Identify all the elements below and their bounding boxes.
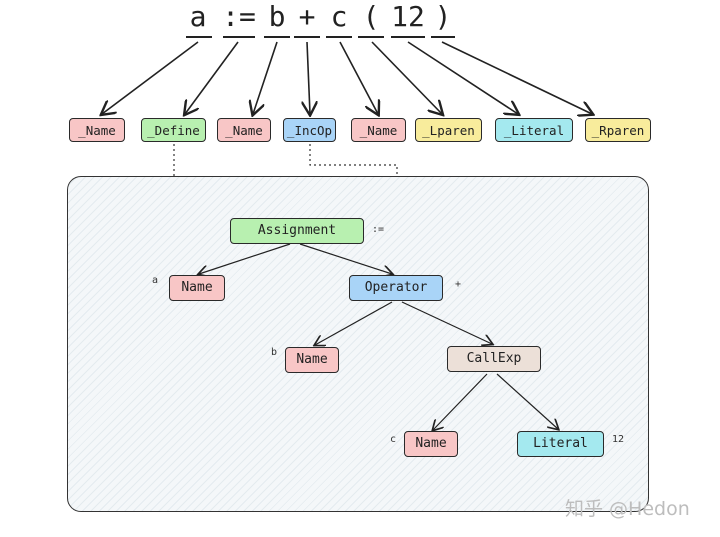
edge-assignment-name [199,243,291,274]
source-char-c: c [330,0,348,33]
edge-callexp-literal [496,373,558,429]
underline-rparen [431,36,455,38]
source-char-a: a [189,0,207,33]
ast-node-name-a: Name [169,275,225,301]
ast-node-operator: Operator [349,275,443,301]
token-literal: _Literal [495,118,573,142]
annotation-12: 12 [612,434,625,445]
token-name-2: _Name [217,118,271,142]
arrow-lparen-to-lparen [371,41,442,114]
annotation-a: a [152,275,159,286]
arrow-plus-to-incop [307,41,310,114]
token-define: _Define [141,118,206,142]
underline-plus [294,36,320,38]
underline-b [264,36,290,38]
arrow-b-to-name [253,41,278,114]
source-char-lparen: ( [362,0,380,33]
token-name-1: _Name [69,118,125,142]
token-name-3: _Name [351,118,406,142]
ast-node-literal: Literal [517,431,604,457]
underline-a [186,36,212,38]
source-char-plus: + [298,0,316,33]
token-lparen: _Lparen [415,118,482,142]
ast-node-assignment: Assignment [230,218,364,244]
annotation-define: := [372,224,385,235]
edge-operator-callexp [401,301,492,344]
arrow-rparen-to-rparen [441,41,592,114]
annotation-c: c [390,434,397,445]
underline-define [223,36,255,38]
token-rparen: _Rparen [585,118,651,142]
underline-c [326,36,352,38]
arrow-define-to-define [185,41,239,114]
source-char-b: b [268,0,286,33]
watermark: 知乎 @Hedon [565,498,690,520]
underline-12 [391,36,425,38]
arrow-12-to-literal [407,41,518,114]
ast-node-name-b: Name [285,347,339,373]
edge-callexp-name [433,373,488,430]
underline-lparen [358,36,384,38]
token-incop: _IncOp [283,118,336,142]
source-char-define: := [222,0,256,33]
edge-operator-name [315,301,393,345]
ast-node-callexp: CallExp [447,346,541,372]
annotation-b: b [271,347,278,358]
annotation-plus: + [455,279,462,290]
arrow-c-to-name [339,41,378,114]
edge-assignment-operator [299,243,392,274]
ast-node-name-c: Name [404,431,458,457]
source-char-12: 12 [391,0,425,33]
arrow-a-to-name [102,41,199,114]
source-char-rparen: ) [434,0,452,33]
